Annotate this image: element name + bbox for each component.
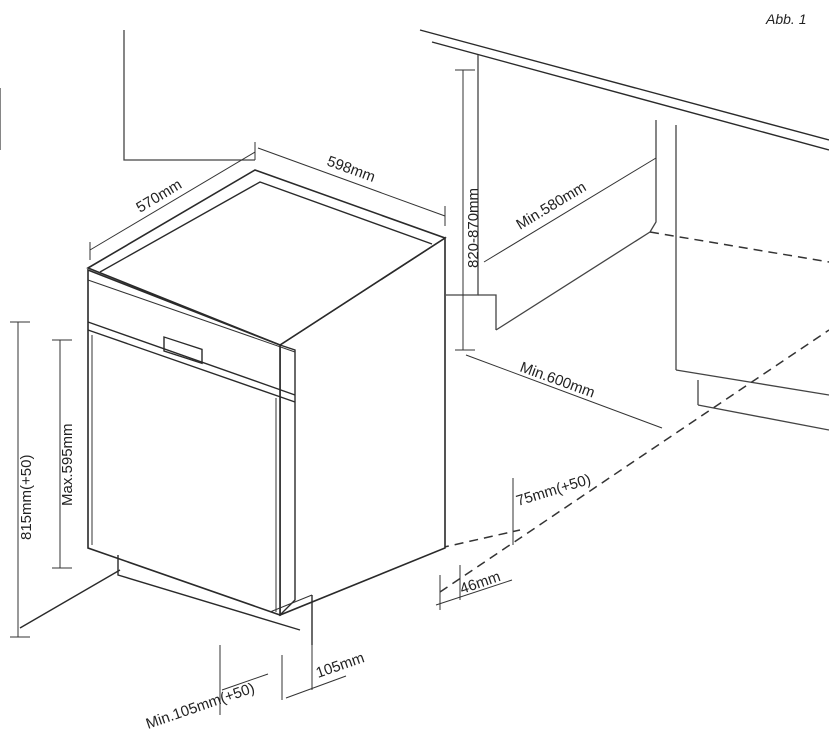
label-depth: 570mm [133, 176, 185, 216]
label-plinth-gap: 105mm [314, 649, 367, 681]
label-kick-height: 75mm(+50) [514, 471, 593, 510]
label-cabinet-height-range: 820-870mm [465, 188, 482, 268]
label-width: 598mm [325, 153, 378, 186]
right-cabinet-outline [419, 29, 829, 431]
dishwasher-body [19, 169, 447, 645]
label-min-plinth: Min.105mm(+50) [144, 680, 257, 733]
control-display [163, 336, 203, 365]
figure-label: Abb. 1 [765, 11, 806, 27]
niche-floor-dashed-lines [439, 231, 829, 593]
label-kick-depth: 46mm [458, 568, 503, 598]
left-cabinet-outline [0, 30, 255, 161]
label-min-depth: Min.580mm [513, 178, 589, 233]
dimension-lines [10, 69, 663, 715]
label-max-door: Max.595mm [59, 423, 76, 506]
label-min-width: Min.600mm [518, 359, 597, 402]
label-height: 815mm(+50) [18, 455, 35, 540]
